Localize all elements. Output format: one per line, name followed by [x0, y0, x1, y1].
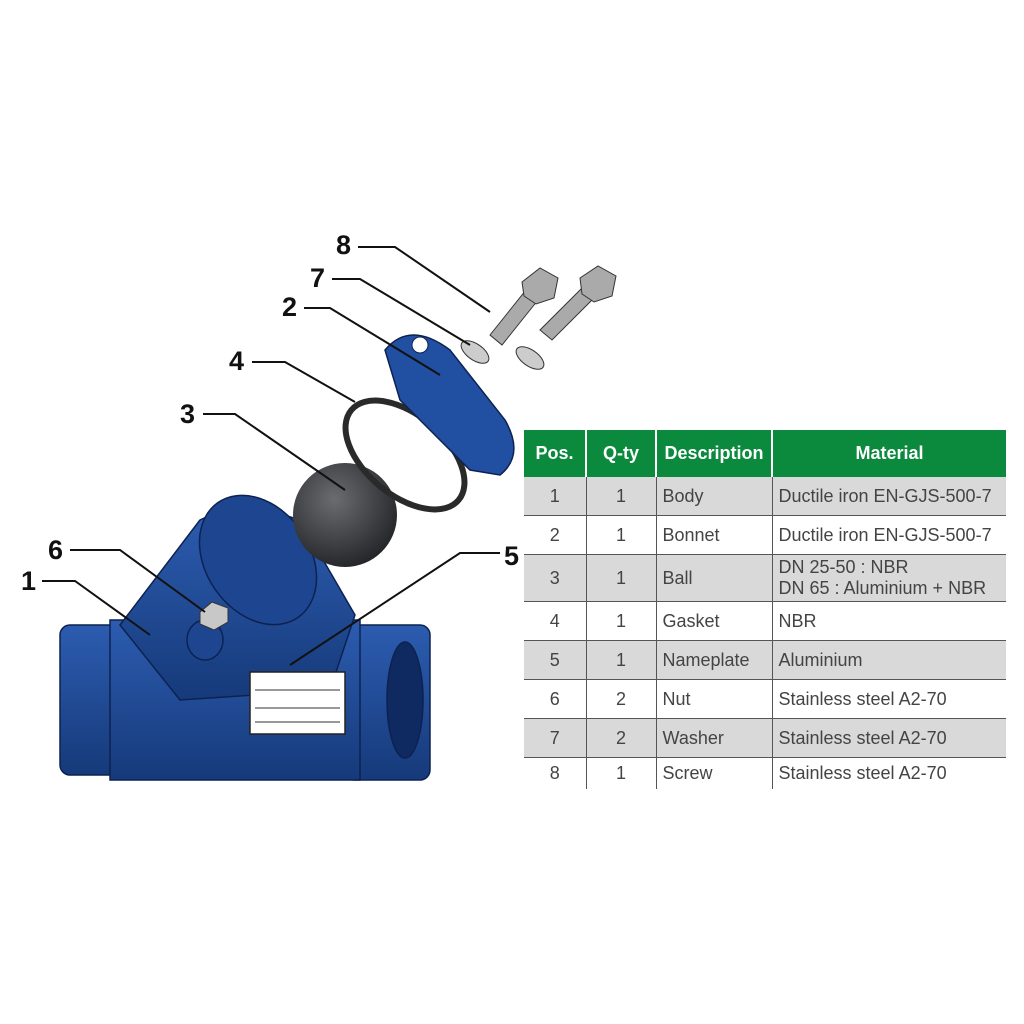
table-row: 5 1 Nameplate Aluminium: [524, 640, 1006, 680]
ball: [293, 463, 397, 567]
pos: 8: [524, 757, 587, 789]
qty: 1: [586, 515, 657, 555]
description: Nut: [656, 679, 773, 719]
description: Nameplate: [656, 640, 773, 680]
description: Gasket: [656, 601, 773, 641]
screws: [489, 265, 617, 346]
material: Ductile iron EN-GJS-500-7: [772, 515, 1006, 555]
header-pos: Pos.: [524, 430, 587, 477]
qty: 2: [586, 679, 657, 719]
table-row: 4 1 Gasket NBR: [524, 601, 1006, 641]
pos: 3: [524, 554, 587, 602]
material-line-2: DN 65 : Aluminium + NBR: [778, 578, 987, 598]
qty: 1: [586, 757, 657, 789]
callout-2: 2: [282, 292, 298, 322]
header-material: Material: [772, 430, 1006, 477]
table-row: 7 2 Washer Stainless steel A2-70: [524, 718, 1006, 758]
table-header: Pos. Q-ty Description Material: [524, 430, 1006, 477]
material: Stainless steel A2-70: [772, 718, 1006, 758]
table-row: 1 1 Body Ductile iron EN-GJS-500-7: [524, 477, 1006, 516]
qty: 1: [586, 601, 657, 641]
pos: 4: [524, 601, 587, 641]
callout-1: 1: [21, 566, 37, 596]
pos: 1: [524, 477, 587, 516]
material: Stainless steel A2-70: [772, 679, 1006, 719]
valve-body: [59, 494, 431, 781]
header-description: Description: [656, 430, 773, 477]
description: Screw: [656, 757, 773, 789]
table-row: 2 1 Bonnet Ductile iron EN-GJS-500-7: [524, 515, 1006, 555]
qty: 1: [586, 477, 657, 516]
description: Ball: [656, 554, 773, 602]
callout-6: 6: [48, 535, 64, 565]
callout-5: 5: [504, 541, 520, 571]
material: Aluminium: [772, 640, 1006, 680]
callout-4: 4: [229, 346, 245, 376]
description: Washer: [656, 718, 773, 758]
table-row: 6 2 Nut Stainless steel A2-70: [524, 679, 1006, 719]
pos: 6: [524, 679, 587, 719]
bonnet: [384, 334, 515, 476]
material: Stainless steel A2-70: [778, 763, 947, 783]
material: Ductile iron EN-GJS-500-7: [772, 477, 1006, 516]
header-qty: Q-ty: [586, 430, 657, 477]
description: Body: [656, 477, 773, 516]
washers: [460, 340, 545, 370]
material-line-1: DN 25-50 : NBR: [778, 557, 909, 577]
pos: 7: [524, 718, 587, 758]
nameplate: [249, 671, 346, 735]
callout-3: 3: [180, 399, 196, 429]
pos: 2: [524, 515, 587, 555]
material: NBR: [772, 601, 1006, 641]
leader-lines: [42, 246, 500, 666]
description: Bonnet: [656, 515, 773, 555]
table-row: 8 1 Screw Stainless steel A2-70: [524, 757, 1006, 789]
qty: 1: [586, 640, 657, 680]
callout-8: 8: [336, 230, 352, 260]
parts-table: Pos. Q-ty Description Material 1 1 Body …: [524, 430, 1006, 789]
pos: 5: [524, 640, 587, 680]
nut: [199, 601, 229, 631]
qty: 1: [586, 554, 657, 602]
callout-7: 7: [310, 263, 326, 293]
qty: 2: [586, 718, 657, 758]
